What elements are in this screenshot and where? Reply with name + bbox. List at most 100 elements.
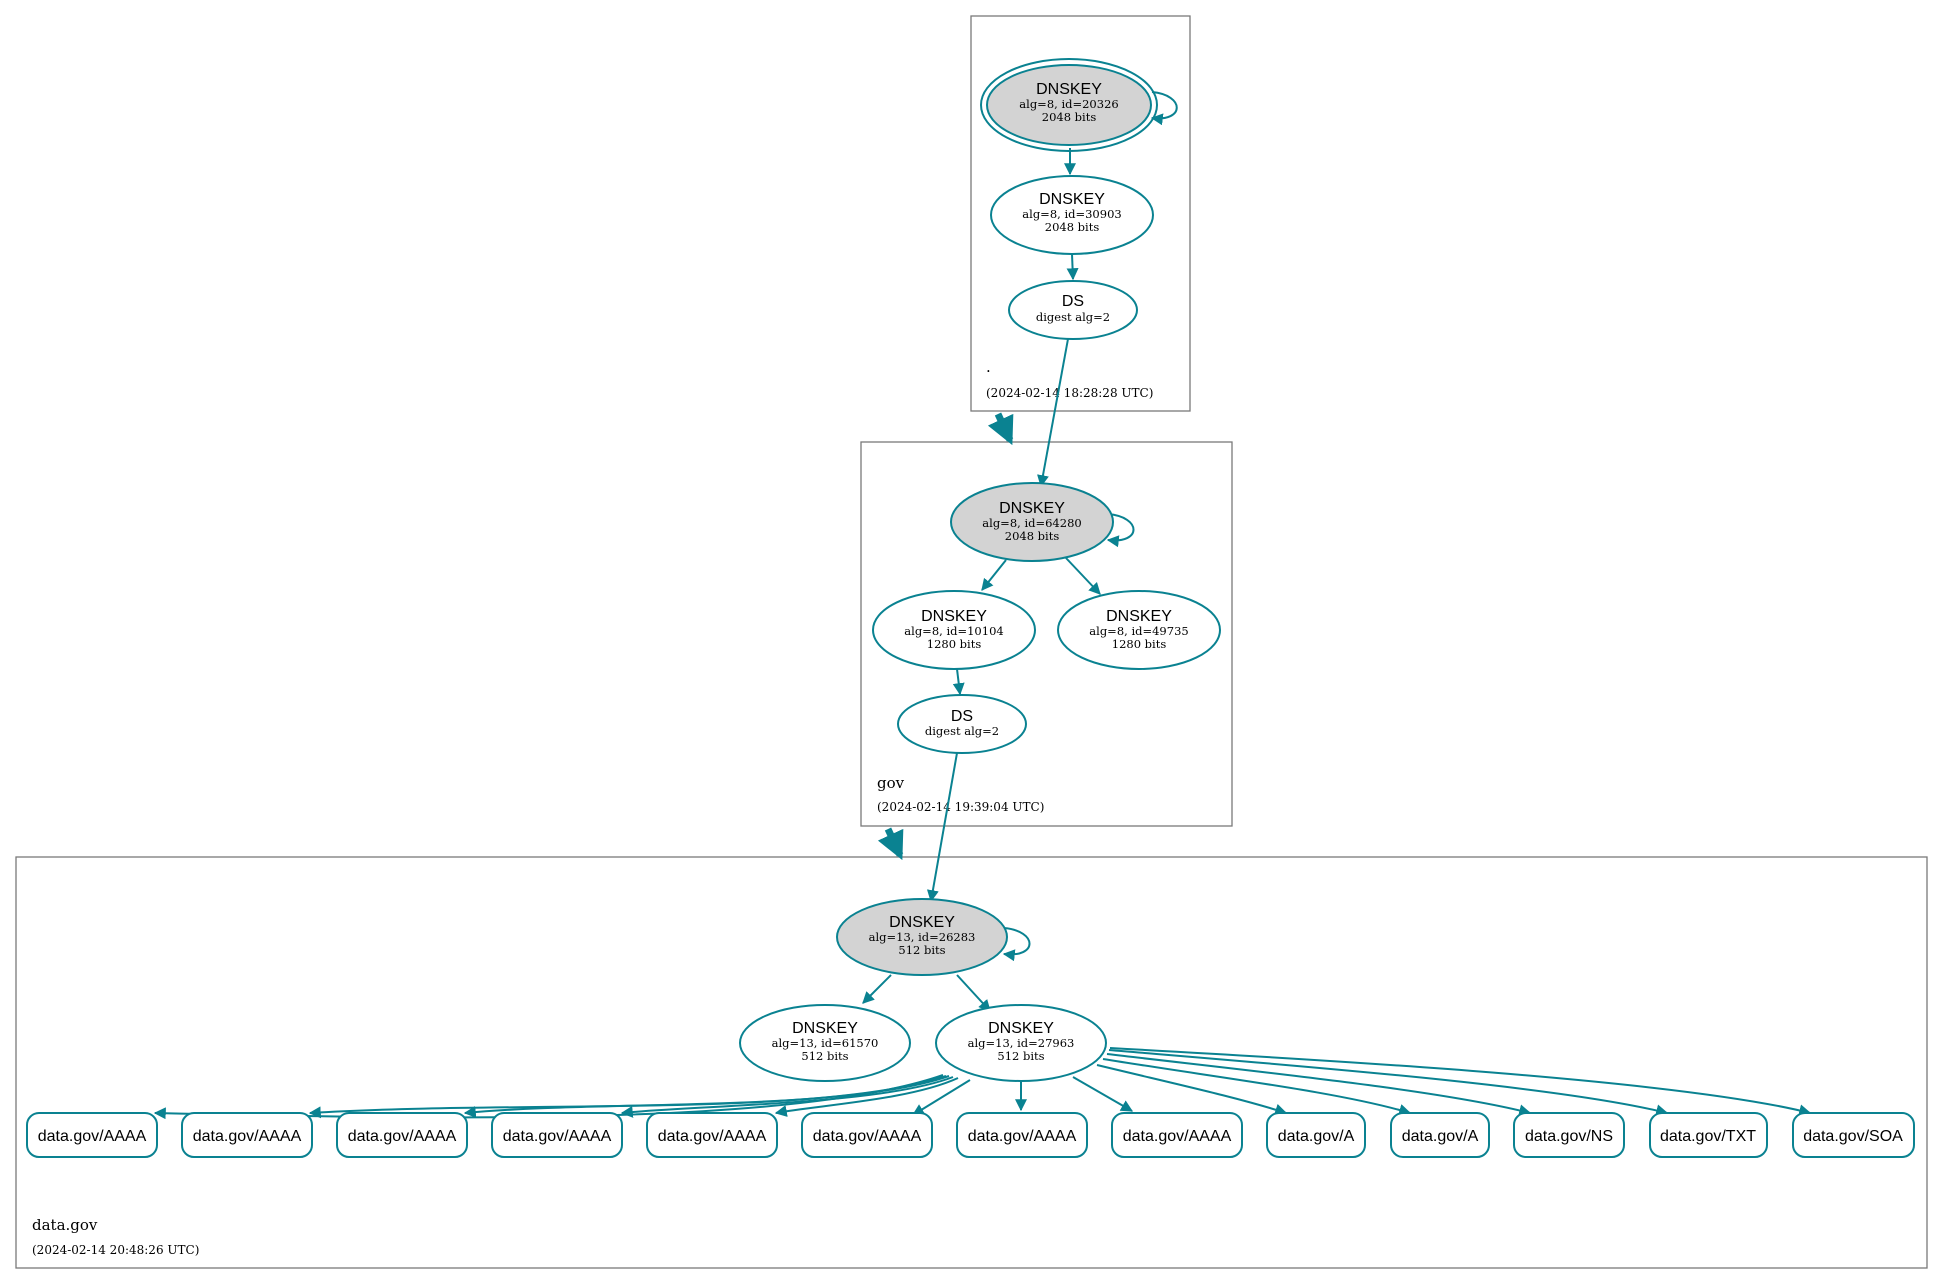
rrset-node[interactable]: data.gov/A	[1390, 1112, 1490, 1158]
node-detail: 512 bits	[898, 943, 945, 957]
rrset-box	[26, 1112, 158, 1158]
edge-zsk-to-ds-gov	[952, 668, 965, 696]
edge-zsk-to-rrset	[1106, 1053, 1532, 1117]
dnskey-ellipse	[986, 64, 1152, 146]
dnskey-ellipse	[935, 1004, 1107, 1082]
rrset-node[interactable]: data.gov/AAAA	[801, 1112, 933, 1158]
zone-timestamp: (2024-02-14 19:39:04 UTC)	[877, 800, 1044, 814]
self-sign-loop	[1106, 513, 1135, 548]
node-detail: 512 bits	[997, 1049, 1044, 1063]
self-sign-loop	[1002, 927, 1031, 962]
edge-zsk-to-ds-root	[1066, 253, 1079, 281]
edge-zsk-to-rrset	[1108, 1049, 1669, 1117]
rrset-label: data.gov/AAAA	[503, 1128, 612, 1145]
node-detail: 2048 bits	[1005, 529, 1060, 543]
trust-anchor-ring	[980, 58, 1158, 152]
ds-ellipse	[1008, 280, 1138, 340]
rrset-box	[1513, 1112, 1625, 1158]
node-title: DNSKEY	[1039, 191, 1105, 208]
zone-name: data.gov	[32, 1216, 98, 1234]
edge-zsk-to-rrset	[1102, 1058, 1412, 1116]
rrset-box	[1390, 1112, 1490, 1158]
node-detail: alg=13, id=61570	[772, 1036, 879, 1050]
rrset-label: data.gov/AAAA	[968, 1128, 1077, 1145]
dnskey-node[interactable]: DNSKEY alg=8, id=10104 1280 bits	[872, 590, 1036, 670]
dnskey-ellipse	[872, 590, 1036, 670]
zone-name: .	[986, 358, 991, 376]
rrset-node[interactable]: data.gov/AAAA	[491, 1112, 623, 1158]
edge-ds-to-gov-ksk	[1037, 338, 1069, 488]
ds-ellipse	[897, 694, 1027, 754]
zone-name: gov	[877, 774, 905, 792]
node-detail: 2048 bits	[1045, 220, 1100, 234]
rrset-node[interactable]: data.gov/AAAA	[1111, 1112, 1243, 1158]
dnskey-node[interactable]: DNSKEY alg=13, id=27963 512 bits	[935, 1004, 1107, 1082]
node-detail: alg=8, id=30903	[1022, 207, 1121, 221]
edge-zsk-to-rrset	[911, 1079, 971, 1116]
rrset-label: data.gov/SOA	[1803, 1128, 1903, 1145]
node-detail: 1280 bits	[927, 637, 982, 651]
edge-ksk-to-zsk-61570	[862, 974, 892, 1004]
edge-zsk-to-rrset	[463, 1075, 950, 1118]
node-detail: alg=13, id=26283	[869, 930, 976, 944]
dnskey-node[interactable]: DNSKEY alg=8, id=64280 2048 bits	[950, 482, 1114, 562]
rrset-box	[1266, 1112, 1366, 1158]
ds-node[interactable]: DS digest alg=2	[897, 694, 1027, 754]
edge-ds-to-data-gov-ksk	[926, 752, 958, 903]
node-title: DNSKEY	[988, 1020, 1054, 1037]
node-detail: alg=8, id=64280	[982, 516, 1081, 530]
rrset-node[interactable]: data.gov/AAAA	[336, 1112, 468, 1158]
node-detail: 2048 bits	[1042, 110, 1097, 124]
rrset-box	[646, 1112, 778, 1158]
node-detail: 1280 bits	[1112, 637, 1167, 651]
rrset-node[interactable]: data.gov/TXT	[1649, 1112, 1768, 1158]
zone-timestamp: (2024-02-14 20:48:26 UTC)	[32, 1243, 199, 1257]
node-title: DS	[951, 708, 973, 725]
rrset-node[interactable]: data.gov/A	[1266, 1112, 1366, 1158]
node-detail: alg=8, id=49735	[1089, 624, 1188, 638]
rrset-box	[1792, 1112, 1915, 1158]
rrset-label: data.gov/AAAA	[348, 1128, 457, 1145]
rrset-box	[1649, 1112, 1768, 1158]
nodes: DNSKEY alg=8, id=20326 2048 bits DNSKEY …	[26, 58, 1915, 1158]
delegation-arrow-root-to-gov	[987, 412, 1014, 446]
rrset-label: data.gov/AAAA	[813, 1128, 922, 1145]
rrset-box	[336, 1112, 468, 1158]
dnskey-node[interactable]: DNSKEY alg=8, id=30903 2048 bits	[990, 175, 1154, 255]
rrset-label: data.gov/A	[1278, 1128, 1355, 1145]
dnskey-node[interactable]: DNSKEY alg=13, id=61570 512 bits	[739, 1004, 911, 1082]
dnskey-ellipse	[950, 482, 1114, 562]
rrset-box	[1111, 1112, 1243, 1158]
edge-zsk-to-rrset	[774, 1077, 959, 1117]
rrset-box	[956, 1112, 1088, 1158]
dnskey-ellipse	[1057, 590, 1221, 670]
node-detail: alg=8, id=10104	[904, 624, 1003, 638]
node-detail: alg=8, id=20326	[1019, 97, 1118, 111]
ds-node[interactable]: DS digest alg=2	[1008, 280, 1138, 340]
node-title: DS	[1062, 293, 1084, 310]
rrset-box	[801, 1112, 933, 1158]
rrset-node[interactable]: data.gov/AAAA	[956, 1112, 1088, 1158]
rrset-label: data.gov/A	[1402, 1128, 1479, 1145]
dnskey-ellipse	[739, 1004, 911, 1082]
dnskey-node[interactable]: DNSKEY alg=13, id=26283 512 bits	[836, 898, 1008, 976]
edge-zsk-to-rrset	[1072, 1076, 1134, 1112]
node-title: DNSKEY	[792, 1020, 858, 1037]
rrset-label: data.gov/AAAA	[38, 1128, 147, 1145]
dnskey-node[interactable]: DNSKEY alg=8, id=49735 1280 bits	[1057, 590, 1221, 670]
rrset-label: data.gov/AAAA	[1123, 1128, 1232, 1145]
rrset-node[interactable]: data.gov/NS	[1513, 1112, 1625, 1158]
rrset-node[interactable]: data.gov/AAAA	[181, 1112, 313, 1158]
rrset-label: data.gov/AAAA	[193, 1128, 302, 1145]
edges	[153, 91, 1812, 1120]
edge-zsk-to-rrset	[1096, 1064, 1288, 1116]
node-detail: digest alg=2	[925, 724, 999, 738]
rrset-node[interactable]: data.gov/AAAA	[26, 1112, 158, 1158]
rrset-node[interactable]: data.gov/AAAA	[646, 1112, 778, 1158]
edge-ksk-to-zsk-27963	[956, 974, 991, 1012]
node-title: DNSKEY	[1036, 81, 1102, 98]
dnskey-node[interactable]: DNSKEY alg=8, id=20326 2048 bits	[980, 58, 1158, 152]
rrset-node[interactable]: data.gov/SOA	[1792, 1112, 1915, 1158]
node-detail: digest alg=2	[1036, 310, 1110, 324]
